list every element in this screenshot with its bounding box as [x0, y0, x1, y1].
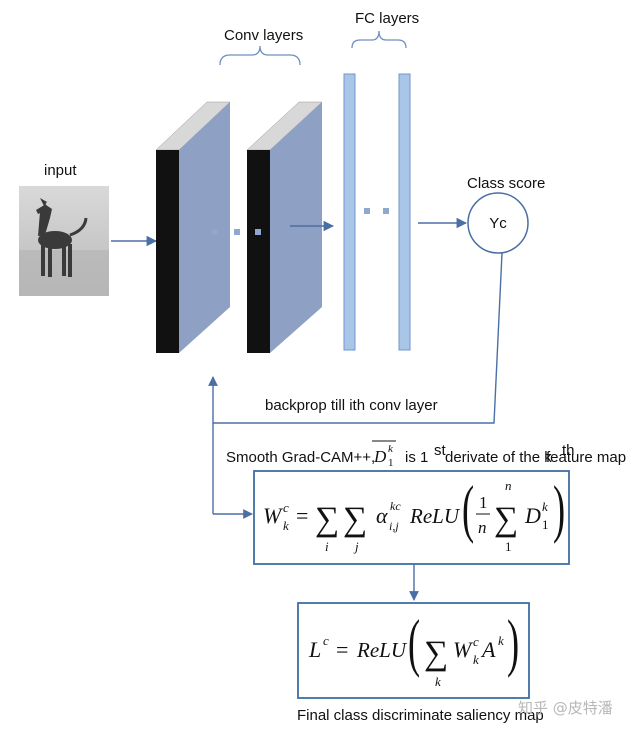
fc-layers-bracket	[351, 30, 407, 49]
fc-layer-bar-1	[343, 73, 356, 351]
watermark-text: 知乎 @皮特潘	[518, 699, 613, 717]
f2-A: A	[480, 637, 496, 662]
f1-equals: =	[296, 503, 308, 528]
f1-frac-num: 1	[479, 493, 488, 512]
f1-W: W	[263, 503, 283, 528]
f2-W: W	[453, 637, 473, 662]
f1-D-sub: 1	[542, 517, 549, 532]
f2-sum: ∑	[424, 635, 448, 672]
f1-lparen: (	[462, 473, 474, 545]
caption-dk1-k: k	[388, 443, 394, 455]
class-score-node	[467, 192, 529, 254]
caption-dk1-D: D	[373, 447, 387, 466]
f1-relu: ReLU	[409, 504, 461, 528]
caption-st: st	[434, 442, 447, 459]
caption-dk1-1: 1	[388, 457, 394, 469]
f2-L-sup: c	[323, 633, 329, 648]
f1-alpha: α	[376, 503, 388, 528]
final-saliency-label: Final class discriminate saliency map	[297, 707, 544, 724]
conv-ellipsis-dot-2	[234, 229, 240, 235]
f1-frac-den: n	[478, 518, 487, 537]
weights-formula: W c k = ∑ i ∑ j α kc i,j ReLU ( 1 n n ∑ …	[263, 473, 565, 554]
f2-relu: ReLU	[356, 638, 408, 662]
conv-layer-block-2	[246, 101, 323, 353]
fc-ellipsis-dot-2	[383, 208, 389, 214]
class-score-yc: Yc	[489, 215, 507, 232]
f2-W-sub: k	[473, 652, 479, 667]
f1-sum-j-index: j	[353, 539, 359, 554]
fc-layer-bar-2	[398, 73, 411, 351]
conv-ellipsis-dot-3	[255, 229, 261, 235]
f1-D-sup: k	[542, 499, 548, 514]
f1-sum-top: n	[505, 478, 512, 493]
conv-ellipsis-dot-1	[212, 229, 218, 235]
backprop-label: backprop till ith conv layer	[265, 397, 438, 414]
f1-sum-i: ∑	[315, 501, 339, 538]
class-score-label: Class score	[467, 175, 545, 192]
conv-layers-label: Conv layers	[224, 27, 303, 44]
input-label: input	[44, 162, 77, 179]
f1-sum-bottom: 1	[505, 539, 512, 554]
caption-is: is 1	[405, 449, 428, 466]
backprop-path	[208, 252, 503, 424]
f2-lparen: (	[408, 607, 420, 679]
caption-end: feature map	[546, 449, 626, 466]
f1-W-sub-k: k	[283, 518, 289, 533]
f1-sum-i-index: i	[325, 539, 329, 554]
caption-prefix: Smooth Grad-CAM++,	[226, 449, 375, 466]
f2-rparen: )	[507, 607, 519, 679]
f1-D: D	[524, 503, 541, 528]
f1-W-sup-c: c	[283, 500, 289, 515]
weights-formula-box	[253, 470, 570, 565]
f1-sum-n: ∑	[494, 501, 518, 538]
f2-A-sup: k	[498, 633, 504, 648]
fc-ellipsis-dot-1	[364, 208, 370, 214]
saliency-formula-box	[297, 602, 530, 699]
f2-W-sup: c	[473, 634, 479, 649]
f1-sum-j: ∑	[343, 501, 367, 538]
input-dog-image	[19, 186, 109, 296]
saliency-formula: L c = ReLU ( ∑ k W c k A k )	[308, 607, 519, 689]
caption-mid: derivate of the k	[445, 449, 552, 466]
f2-sum-index: k	[435, 674, 441, 689]
caption-th: th	[562, 442, 575, 459]
f1-rparen: )	[553, 473, 565, 545]
f2-equals: =	[336, 637, 348, 662]
conv-layers-bracket	[219, 45, 301, 66]
fc-layers-label: FC layers	[355, 10, 419, 27]
conv-layer-block-1	[155, 101, 231, 353]
f2-L: L	[308, 637, 321, 662]
f1-alpha-sup: kc	[390, 499, 401, 513]
f1-alpha-sub: i,j	[389, 519, 399, 533]
